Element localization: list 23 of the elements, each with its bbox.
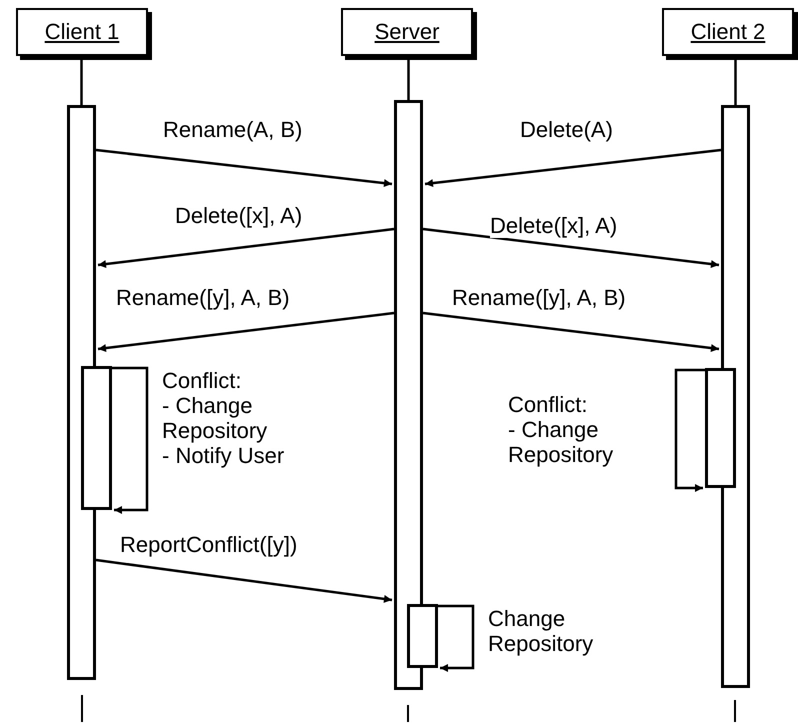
message-label: Change Repository bbox=[488, 606, 594, 656]
message-label: Conflict: - Change Repository bbox=[508, 392, 614, 467]
self-message-arrow bbox=[438, 604, 474, 672]
participant-name: Client 1 bbox=[44, 19, 120, 45]
message-arrow bbox=[98, 312, 394, 352]
activation-bar bbox=[394, 100, 423, 690]
self-message-arrow bbox=[112, 366, 148, 514]
self-message-arrow bbox=[674, 368, 705, 492]
participant-name: Client 2 bbox=[690, 19, 766, 45]
lifeline bbox=[80, 60, 83, 105]
activation-bar bbox=[81, 366, 112, 510]
message-arrow bbox=[422, 228, 720, 268]
lifeline bbox=[734, 60, 737, 105]
message-label: Conflict: - Change Repository - Notify User bbox=[162, 368, 286, 468]
message-arrow bbox=[96, 558, 392, 603]
lifeline bbox=[407, 60, 410, 100]
message-arrow bbox=[422, 312, 720, 352]
message-arrow bbox=[98, 228, 394, 268]
activation-bar bbox=[705, 368, 736, 488]
activation-bar bbox=[407, 604, 438, 668]
message-arrow bbox=[96, 148, 392, 188]
participant-name: Server bbox=[374, 19, 440, 45]
message-arrow bbox=[424, 148, 722, 188]
